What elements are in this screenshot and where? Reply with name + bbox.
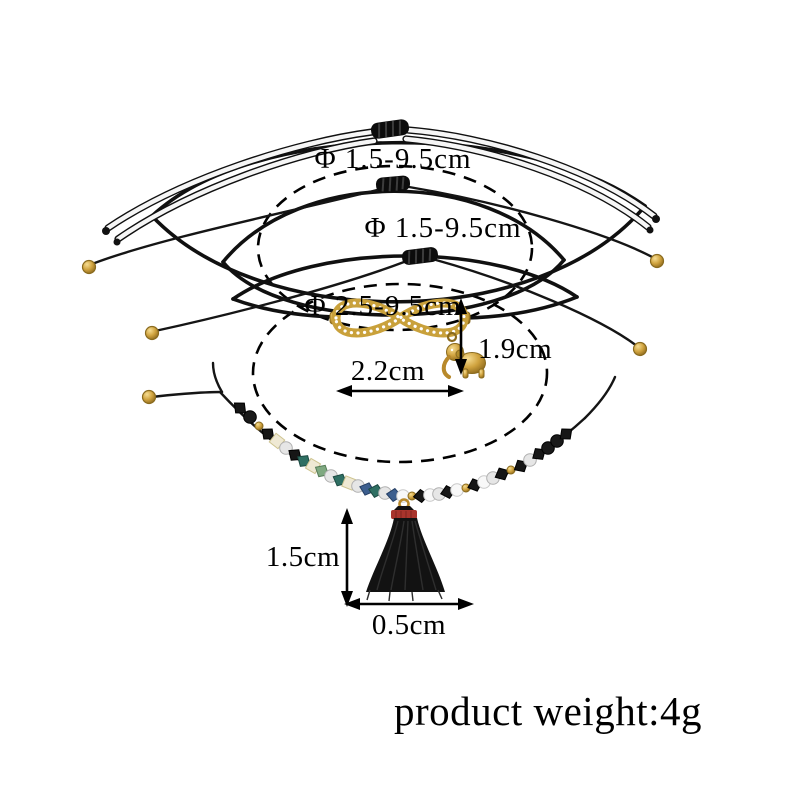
cord-tip	[646, 226, 654, 234]
white-cord-left-2	[115, 138, 377, 242]
bead	[506, 465, 516, 475]
slider-knot-1	[370, 119, 410, 139]
dimension-arrow-tassel-length	[341, 508, 353, 607]
tassel	[366, 498, 445, 602]
dimension-arrow-tassel-width	[344, 598, 474, 610]
adjuster-cord	[153, 260, 406, 333]
gold-end-bead	[81, 259, 97, 275]
dimension-arrow-charm-height	[455, 298, 467, 375]
dimension-arrow-charm-width	[336, 385, 464, 397]
infinity-charm	[329, 298, 471, 338]
adjuster-cord	[407, 185, 656, 260]
diameter-label-1: Φ 1.5-9.5cm	[314, 143, 471, 175]
bead-strand-bracelet	[141, 361, 617, 602]
gold-end-bead	[144, 325, 160, 341]
cord-tip	[113, 238, 121, 246]
adjuster-cord	[434, 258, 639, 348]
elephant-trunk	[441, 355, 451, 379]
tassel-wrap	[391, 510, 417, 519]
white-cord-right	[405, 127, 657, 219]
gold-end-bead	[632, 341, 648, 357]
tassel-body	[366, 518, 445, 592]
tassel-length-label: 1.5cm	[266, 541, 340, 573]
diameter-guide-ellipse-1	[256, 164, 534, 332]
cord-tip	[652, 215, 660, 223]
rhinestones	[334, 301, 466, 335]
bracelet-cord-1	[102, 119, 660, 304]
elephant-eye	[450, 348, 454, 352]
bead	[450, 483, 464, 497]
adjuster-cord	[150, 390, 224, 399]
bracelet-cord-3	[144, 247, 648, 379]
charm-width-label: 2.2cm	[351, 355, 425, 387]
diameter-label-3: Φ 2.5-9.5cm	[304, 290, 461, 322]
slider-knot-3	[401, 247, 439, 265]
diameter-guide-ellipse-2	[251, 282, 549, 464]
gold-end-bead	[649, 253, 665, 269]
white-cord-left	[105, 129, 375, 231]
product-weight-label: product weight:4g	[394, 688, 702, 734]
white-cord-right-2	[403, 136, 651, 230]
tassel-neck	[393, 506, 415, 511]
charm-height-label: 1.9cm	[478, 333, 552, 365]
slider-knot-2	[375, 175, 411, 193]
bead	[243, 410, 257, 424]
diameter-label-2: Φ 1.5-9.5cm	[364, 212, 521, 244]
adjuster-cord	[90, 188, 379, 266]
cord-tip	[102, 227, 110, 235]
bead-row	[229, 397, 577, 504]
tassel-width-label: 0.5cm	[372, 609, 446, 641]
gold-end-bead	[141, 389, 157, 405]
charm-ring	[446, 331, 458, 343]
